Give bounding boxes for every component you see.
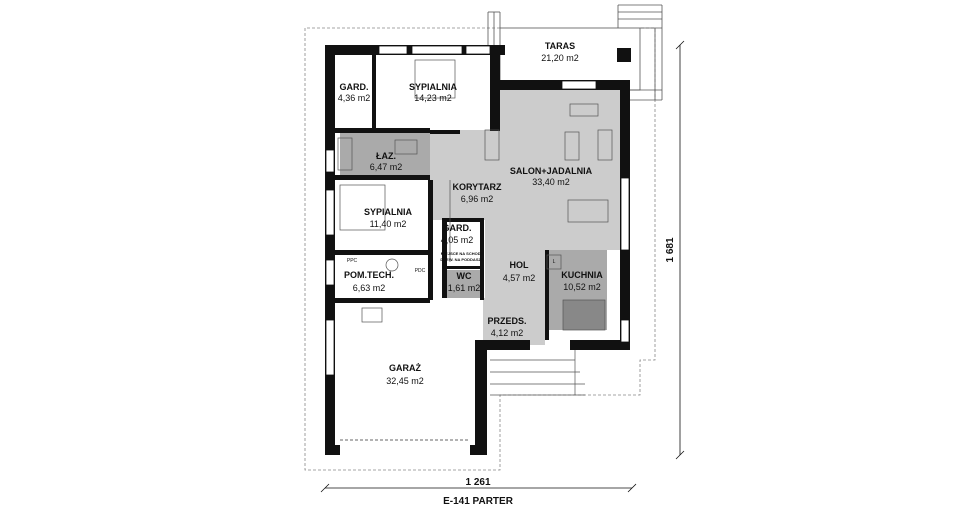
- wc-floor: [447, 270, 480, 298]
- sypialnia2-name: SYPIALNIA: [364, 207, 413, 217]
- przedsionek-area: 4,12 m2: [491, 328, 524, 338]
- taras-area: 21,20 m2: [541, 53, 579, 63]
- korytarz-floor: [430, 130, 500, 220]
- lazienka-area: 6,47 m2: [370, 162, 403, 172]
- kuchnia-name: KUCHNIA: [561, 270, 603, 280]
- korytarz-floor-lower: [485, 220, 500, 300]
- gard-top-name: GARD.: [340, 82, 369, 92]
- garaz-area: 32,45 m2: [386, 376, 424, 386]
- wc-name: WC: [457, 271, 472, 281]
- gard-mid-name: GARD.: [443, 223, 472, 233]
- terrace-post: [617, 48, 631, 62]
- hol-floor: [483, 298, 545, 342]
- pom-tech-area: 6,63 m2: [353, 283, 386, 293]
- salon-name: SALON+JADALNIA: [510, 166, 593, 176]
- wc-area: 1,61 m2: [448, 283, 481, 293]
- hol-area: 4,57 m2: [503, 273, 536, 283]
- depth-dimension-label: 1 681: [665, 237, 676, 262]
- korytarz-name: KORYTARZ: [453, 182, 502, 192]
- floor-fills: [340, 90, 628, 345]
- stairs-note-line2: DREW. NA PODDASZE: [440, 257, 484, 262]
- korytarz-area: 6,96 m2: [461, 194, 494, 204]
- lazienka-name: ŁAZ.: [376, 151, 396, 161]
- boiler-label: PDC: [415, 268, 426, 274]
- ppc-label: PPC: [347, 258, 358, 264]
- przedsionek-name: PRZEDS.: [487, 316, 526, 326]
- kitchen-l-label: L: [553, 259, 556, 265]
- width-dimension: [320, 483, 637, 493]
- width-dimension-label: 1 261: [465, 477, 490, 488]
- sypialnia2-area: 11,40 m2: [370, 219, 407, 229]
- pom-tech-name: POM.TECH.: [344, 270, 394, 280]
- salon-area: 33,40 m2: [532, 177, 570, 187]
- sypialnia1-name: SYPIALNIA: [409, 82, 458, 92]
- gard-mid-area: 4,05 m2: [441, 235, 474, 245]
- garaz-name: GARAŻ: [389, 363, 421, 373]
- kuchnia-area: 10,52 m2: [563, 282, 601, 292]
- hol-name: HOL: [510, 260, 530, 270]
- plan-title: E-141 PARTER: [443, 496, 514, 507]
- entrance-steps: [490, 350, 585, 396]
- windows: [325, 45, 630, 376]
- depth-dimension: [675, 40, 685, 460]
- sypialnia1-area: 14,23 m2: [414, 93, 452, 103]
- furniture: [337, 59, 613, 331]
- stairs-note-line1: MIEJSCE NA SCHODY: [441, 251, 484, 256]
- salon-floor: [500, 90, 628, 250]
- taras-name: TARAS: [545, 41, 575, 51]
- gard-top-area: 4,36 m2: [338, 93, 371, 103]
